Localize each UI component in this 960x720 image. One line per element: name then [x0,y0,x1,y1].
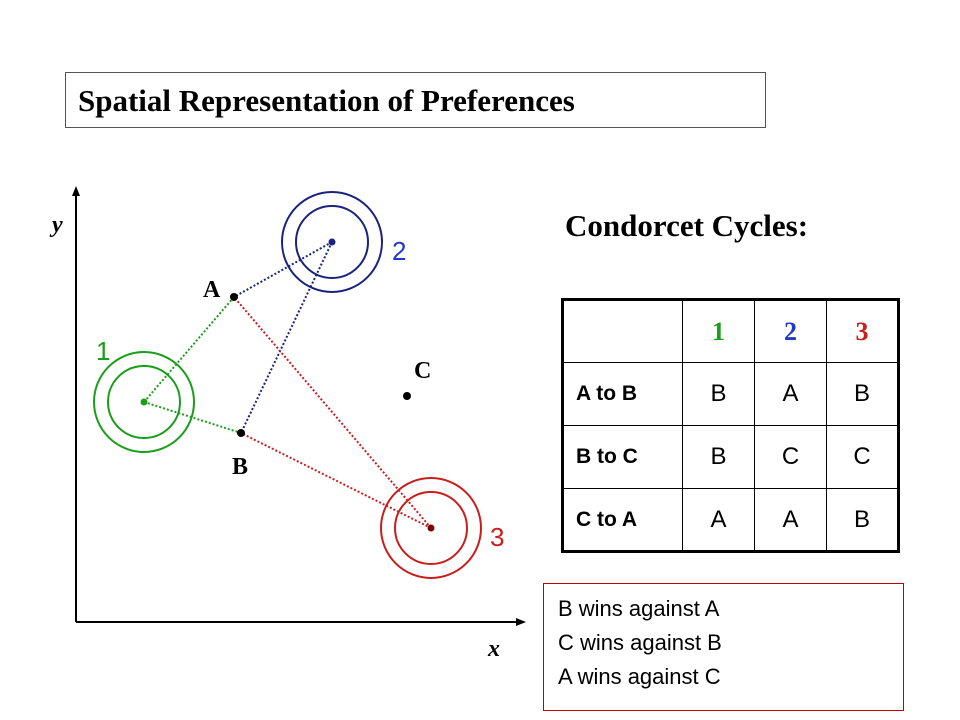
table-cell: B [682,362,755,426]
row-label: C to A [562,488,683,552]
column-header-voter-2: 2 [754,299,827,363]
voter-2-label: 2 [392,236,406,266]
x-axis-arrow [516,618,526,626]
voter-1-label: 1 [96,336,110,366]
table-cell: B [826,488,899,552]
voter-1-ideal-point [140,398,148,406]
voter-2-inner-circle [295,205,369,279]
voter-2-to-B-line [240,241,333,434]
table-cell: A [682,488,755,552]
table-cell: B [682,425,755,489]
y-axis-arrow [72,186,80,196]
alternative-C-point [403,392,411,400]
column-header-voter-3: 3 [826,299,899,363]
title-box: Spatial Representation of Preferences [65,72,766,128]
voter-1-inner-circle [107,365,181,439]
voter-1-outer-circle [93,351,195,453]
table-cell: A [754,488,827,552]
table-cell: C [754,425,827,489]
voter-3-label: 3 [490,522,504,552]
alternative-A-point [230,293,238,301]
voter-3-inner-circle [394,491,468,565]
row-label: B to C [562,425,683,489]
voter-3-to-B-line [240,432,432,529]
column-header-voter-1: 1 [682,299,755,363]
table-corner-cell [562,299,683,363]
table-row: A to B B A B [562,362,899,426]
alternative-B-point [237,429,245,437]
table-cell: C [826,425,899,489]
voter-2-to-A-line [233,241,333,298]
results-box: B wins against A C wins against B A wins… [543,583,904,711]
result-line: B wins against A [558,596,720,621]
voter-3-outer-circle [380,477,482,579]
voter-1-to-A-line [143,296,235,403]
y-axis-label: y [49,212,63,238]
result-line: A wins against C [558,664,721,689]
voter-3-to-A-line [233,296,432,529]
condorcet-cycles-heading: Condorcet Cycles: [565,208,809,243]
voter-1-to-B-line [143,401,242,434]
table-header-row: 1 2 3 [562,299,899,363]
alternative-C-label: C [414,358,431,384]
voter-3-ideal-point [427,524,435,532]
page-title: Spatial Representation of Preferences [78,83,575,118]
voter-2-outer-circle [281,191,383,293]
row-label: A to B [562,362,683,426]
voter-2-ideal-point [328,238,336,246]
table-row: C to A A A B [562,488,899,552]
table-cell: A [754,362,827,426]
alternative-B-label: B [232,454,248,480]
preference-table: 1 2 3 A to B B A B B to C B C C C to A A… [561,298,900,553]
x-axis-label: x [487,636,500,662]
alternative-A-label: A [203,277,221,303]
table-row: B to C B C C [562,425,899,489]
table-cell: B [826,362,899,426]
result-line: C wins against B [558,630,722,655]
